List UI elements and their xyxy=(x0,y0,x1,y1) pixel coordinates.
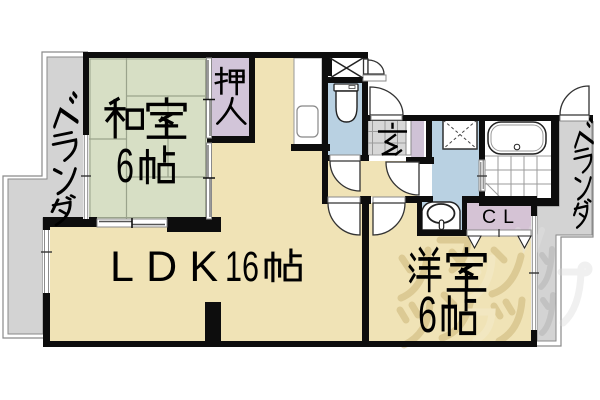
svg-text:6: 6 xyxy=(418,286,437,343)
svg-text:6: 6 xyxy=(116,140,134,193)
svg-text:CL: CL xyxy=(482,206,521,228)
svg-text:16: 16 xyxy=(225,243,259,291)
svg-text:LDK: LDK xyxy=(110,243,218,291)
